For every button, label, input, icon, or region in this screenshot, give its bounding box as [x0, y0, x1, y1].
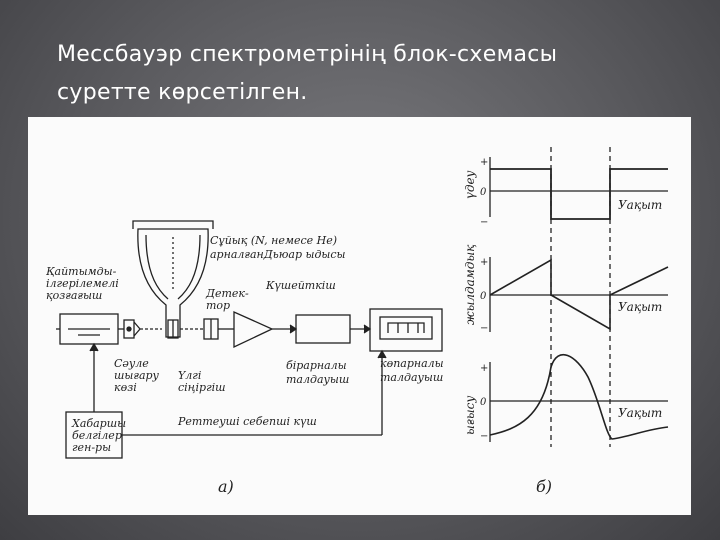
- multi-channel-label-1: көпарналы: [380, 357, 444, 370]
- single-channel-label-2: талдауыш: [286, 373, 349, 386]
- time-label-3: Уақыт: [618, 406, 662, 420]
- slide-title-line-1: Мессбауэр спектрометрінің блок-схемасы: [57, 42, 558, 67]
- accel-plus: +: [480, 157, 488, 168]
- single-channel-label-1: бірарналы: [286, 359, 347, 372]
- source-label-2: шығару: [114, 369, 160, 382]
- drive-label-3: қозғағыш: [46, 289, 102, 302]
- dewar-label-2: арналғанДьюар ыдысы: [210, 248, 346, 261]
- caption-b: б): [536, 477, 552, 496]
- displacement-curve: [489, 354, 669, 440]
- figure-svg: Қайтымды- ілгерілемелі қозғағыш Сәуле шы…: [46, 147, 669, 496]
- time-label-1: Уақыт: [618, 198, 662, 212]
- absorber-label-2: сіңіргіш: [178, 381, 226, 394]
- source-label-3: көзі: [114, 381, 137, 394]
- dewar-top: [132, 220, 214, 229]
- radiation-beam: [133, 321, 141, 337]
- velocity-zero: 0: [480, 291, 487, 302]
- generator-label-1: Хабаршы: [71, 417, 126, 430]
- velocity-axis-label: жылдамдық: [463, 244, 477, 325]
- multi-channel-label-2: талдауыш: [380, 371, 443, 384]
- time-label-2: Уақыт: [618, 300, 662, 314]
- velocity-curve: [489, 258, 669, 331]
- generator-label-2: белгілер: [72, 429, 122, 442]
- radiation-source-block: [123, 319, 135, 339]
- velocity-plus: +: [480, 257, 488, 268]
- detector-label-2: тор: [206, 299, 230, 312]
- dewar-inner-left: [145, 234, 169, 300]
- dewar-label-1: Сұйық (N, немесе Не): [210, 234, 337, 247]
- caption-a: а): [218, 477, 234, 496]
- generator-label-3: ген-ры: [72, 441, 111, 454]
- displacement-zero: 0: [480, 397, 487, 408]
- displacement-axis-label: ығысу: [463, 396, 477, 435]
- absorber-label-1: Үлгі: [178, 369, 201, 382]
- single-channel-analyzer: [295, 314, 351, 344]
- accel-zero: 0: [480, 187, 487, 198]
- mossbauer-figure: Қайтымды- ілгерілемелі қозғағыш Сәуле шы…: [28, 117, 691, 515]
- radiation-source-dot: [126, 326, 132, 332]
- slide-title: Мессбауэр спектрометрінің блок-схемасы с…: [57, 36, 697, 112]
- source-label-1: Сәуле: [114, 357, 149, 370]
- sync-signal-label: Реттеуші себепші күш: [177, 415, 317, 428]
- displacement-minus: −: [480, 431, 488, 442]
- analyzer-screen: [379, 316, 433, 340]
- drive-label-1: Қайтымды-: [46, 265, 117, 278]
- accel-curve: [490, 168, 668, 220]
- accel-minus: −: [480, 217, 488, 228]
- velocity-minus: −: [480, 323, 488, 334]
- drive-label-2: ілгерілемелі: [46, 277, 119, 290]
- multi-channel-analyzer: [369, 308, 443, 352]
- accel-axis-label: үдеу: [463, 170, 477, 199]
- slide-title-line-2: суретте көрсетілген.: [57, 80, 308, 105]
- dewar-inner-right: [177, 234, 201, 300]
- amplifier-label: Күшейткіш: [265, 279, 336, 292]
- amplifier: [233, 310, 274, 349]
- dewar-vessel: [137, 228, 209, 338]
- displacement-plus: +: [480, 363, 488, 374]
- detector-label-1: Детек-: [205, 287, 249, 300]
